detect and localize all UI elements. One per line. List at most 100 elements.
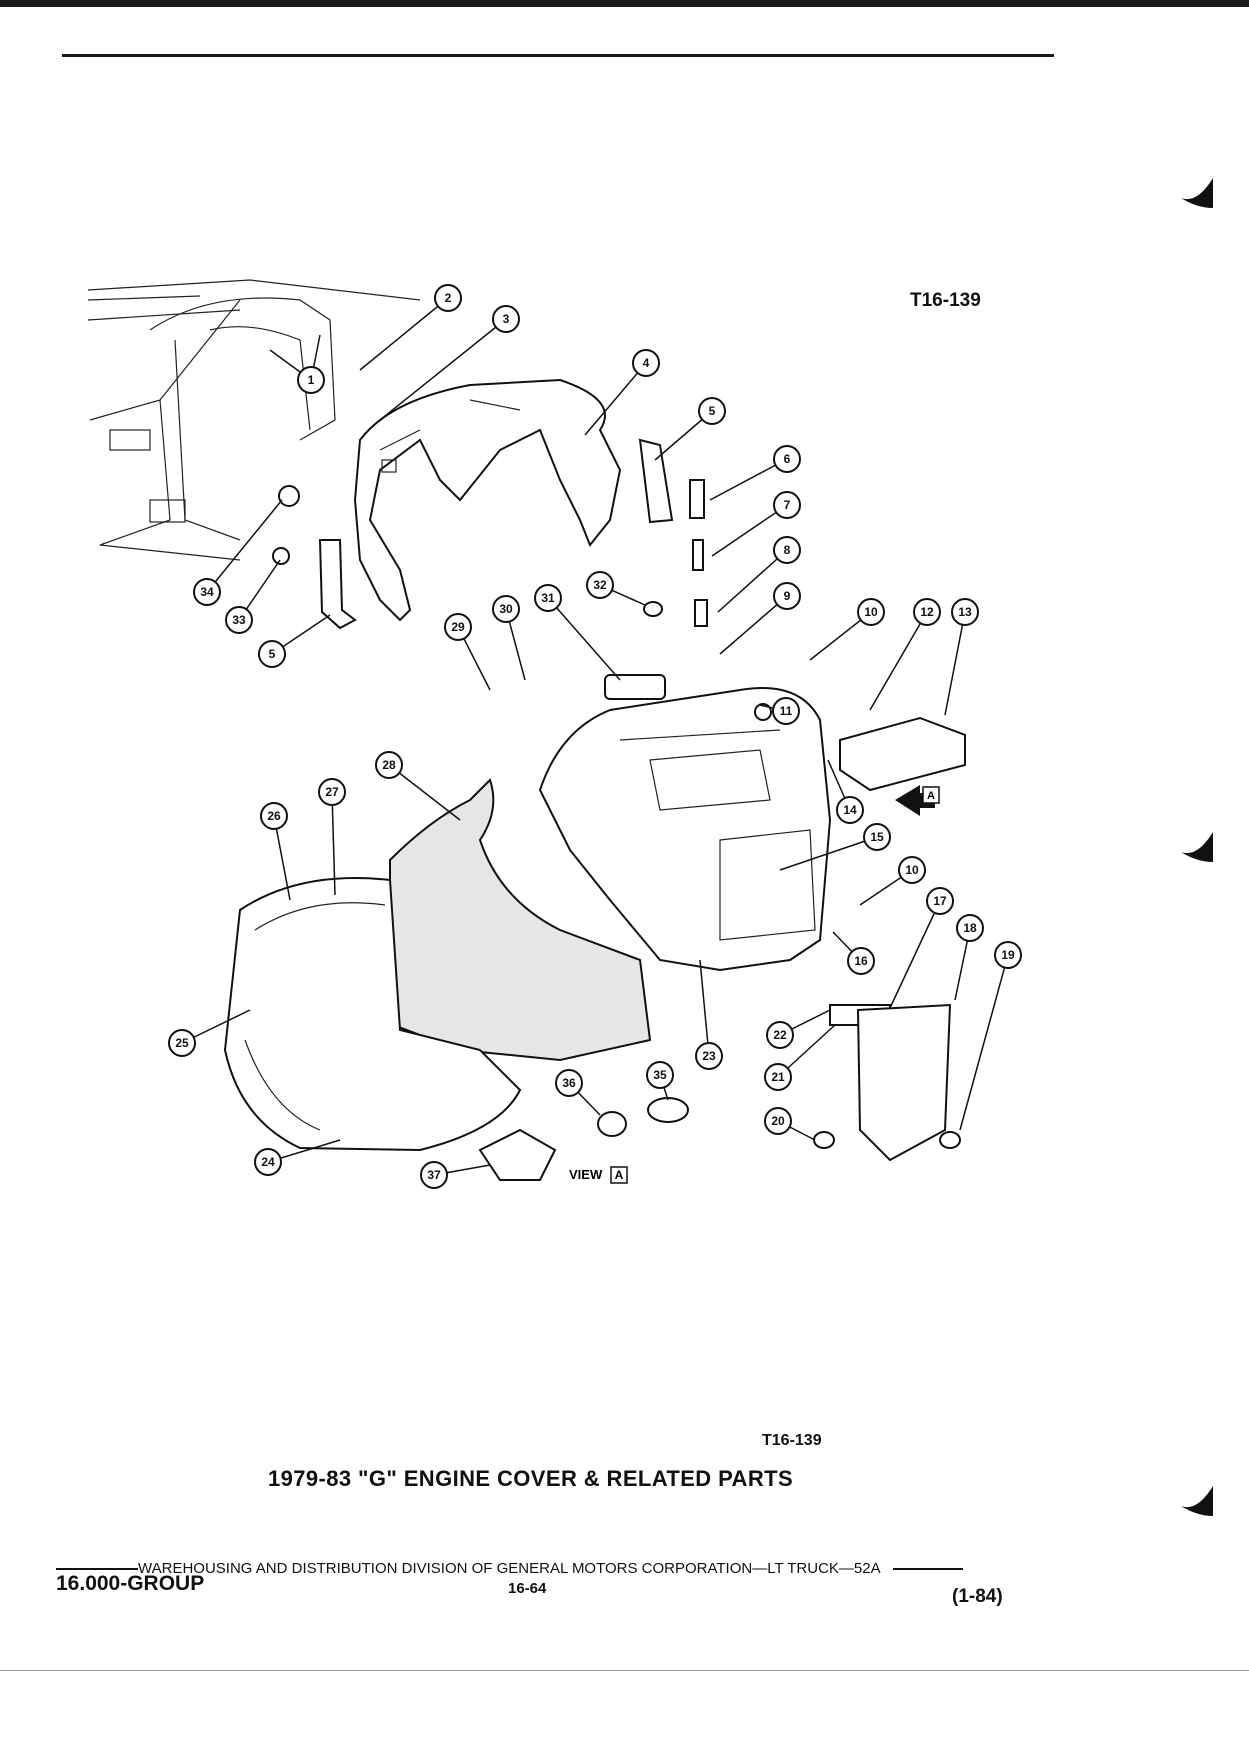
callout-number: 2 — [445, 291, 452, 305]
callout-number: 4 — [643, 356, 650, 370]
washer-11 — [754, 703, 772, 721]
callout-number: 31 — [541, 591, 555, 605]
access-panel-18 — [856, 1003, 952, 1162]
callout-30: 30 — [492, 595, 520, 623]
callout-number: 8 — [784, 543, 791, 557]
callout-circle — [375, 751, 403, 779]
callout-5: 5 — [258, 640, 286, 668]
callout-circle — [632, 349, 660, 377]
screw-33 — [272, 547, 290, 565]
callout-number: 6 — [784, 452, 791, 466]
callout-circle — [555, 1069, 583, 1097]
bracket-right — [638, 438, 674, 524]
callout-circle — [586, 571, 614, 599]
footer-dash-right — [892, 1568, 963, 1571]
view-tag: A — [615, 1168, 624, 1182]
callout-circle — [258, 640, 286, 668]
footer-distribution-line: WAREHOUSING AND DISTRIBUTION DIVISION OF… — [56, 1560, 963, 1577]
callout-number: 18 — [963, 921, 977, 935]
callout-circle — [847, 947, 875, 975]
callout-3: 3 — [492, 305, 520, 333]
callout-number: 22 — [773, 1028, 787, 1042]
callout-circle — [956, 914, 984, 942]
callout-number: 34 — [200, 585, 214, 599]
callout-16: 16 — [847, 947, 875, 975]
socket-8 — [694, 599, 708, 627]
callout-36: 36 — [555, 1069, 583, 1097]
callout-circle — [773, 536, 801, 564]
callout-number: 28 — [382, 758, 396, 772]
lock-rod-37 — [478, 1128, 557, 1181]
callout-number: 25 — [175, 1036, 189, 1050]
view-a-arrow: A — [895, 785, 940, 816]
callout-number: 5 — [269, 647, 276, 661]
lighter-6 — [689, 479, 705, 519]
callout-number: 16 — [854, 954, 868, 968]
callout-34: 34 — [193, 578, 221, 606]
callout-9: 9 — [773, 582, 801, 610]
callout-number: 32 — [593, 578, 607, 592]
callout-22: 22 — [766, 1021, 794, 1049]
callout-21: 21 — [764, 1063, 792, 1091]
group-number: 16.000-GROUP — [56, 1572, 205, 1595]
figure-reference-top: T16-139 — [910, 290, 981, 311]
callout-circle — [913, 598, 941, 626]
revision-date: (1-84) — [952, 1586, 1003, 1607]
callout-5: 5 — [698, 397, 726, 425]
callout-number: 21 — [771, 1070, 785, 1084]
callout-26: 26 — [260, 802, 288, 830]
callout-number: 30 — [499, 602, 513, 616]
element-7 — [692, 539, 704, 571]
callout-10: 10 — [857, 598, 885, 626]
callout-number: 15 — [870, 830, 884, 844]
callout-circle — [492, 305, 520, 333]
callout-number: 14 — [843, 803, 857, 817]
callout-circle — [698, 397, 726, 425]
callout-25: 25 — [168, 1029, 196, 1057]
callout-37: 37 — [420, 1161, 448, 1189]
callout-8: 8 — [773, 536, 801, 564]
callout-number: 37 — [427, 1168, 441, 1182]
callout-circle — [926, 887, 954, 915]
insulation-pad — [378, 778, 652, 1062]
binder-hole-mark — [1181, 1486, 1213, 1516]
callout-number: 17 — [933, 894, 947, 908]
ashtray-31 — [604, 674, 666, 700]
callout-17: 17 — [926, 887, 954, 915]
callout-number: 10 — [905, 863, 919, 877]
callout-circle — [764, 1063, 792, 1091]
callout-27: 27 — [318, 778, 346, 806]
header-rule — [62, 54, 1054, 57]
callout-number: 23 — [702, 1049, 716, 1063]
callout-circle — [951, 598, 979, 626]
callout-4: 4 — [632, 349, 660, 377]
binder-hole-mark — [1181, 178, 1213, 208]
hardware-parts — [272, 479, 961, 1181]
footer-dash-left — [56, 1568, 138, 1571]
callout-number: 7 — [784, 498, 791, 512]
arrow-tag: A — [927, 790, 935, 802]
callout-20: 20 — [764, 1107, 792, 1135]
plug-32 — [643, 601, 663, 617]
figure-reference-bottom: T16-139 — [762, 1432, 822, 1449]
callout-circle — [773, 445, 801, 473]
callout-circle — [434, 284, 462, 312]
callout-circle — [492, 595, 520, 623]
callout-number: 24 — [261, 1155, 275, 1169]
callout-32: 32 — [586, 571, 614, 599]
figure-caption: 1979-83 "G" ENGINE COVER & RELATED PARTS — [268, 1466, 794, 1491]
callout-23: 23 — [695, 1042, 723, 1070]
callout-circle — [193, 578, 221, 606]
callout-circle — [254, 1148, 282, 1176]
cover-lid — [839, 716, 966, 792]
callout-number: 19 — [1001, 948, 1015, 962]
callout-number: 13 — [958, 605, 972, 619]
callout-11: 11 — [772, 697, 800, 725]
page-number: 16-64 — [508, 1580, 547, 1597]
callout-35: 35 — [646, 1061, 674, 1089]
callout-number: 10 — [864, 605, 878, 619]
floor-liner — [223, 877, 522, 1152]
dashboard-outline — [87, 279, 421, 561]
callout-number: 20 — [771, 1114, 785, 1128]
